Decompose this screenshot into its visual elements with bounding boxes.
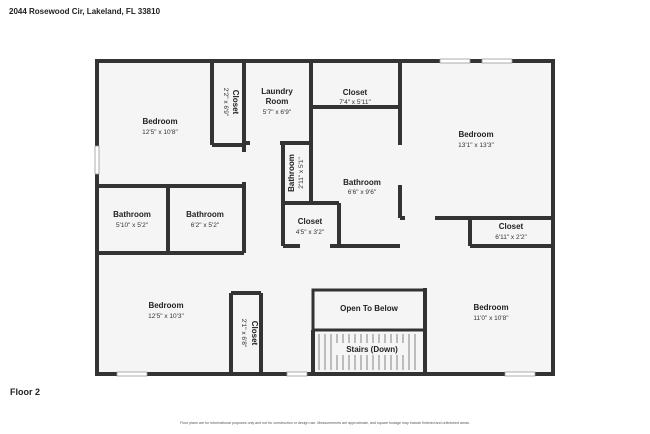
bedroom-sw-dims: 12'5" x 10'3" <box>148 313 184 320</box>
closet-sw-name: Closet <box>250 321 259 346</box>
door-openings <box>242 141 445 288</box>
bedroom-nw-name: Bedroom <box>142 117 177 126</box>
closet-small-dims: 4'5" x 3'2" <box>296 229 325 236</box>
bath-narrow-name: Bathroom <box>287 154 296 192</box>
closet-small-name: Closet <box>298 217 323 226</box>
closet-e-dims: 6'11" x 2'2" <box>495 234 527 241</box>
closet-top-dims: 7'4" x 5'11" <box>339 99 371 106</box>
bath-w1-name: Bathroom <box>113 210 151 219</box>
laundry-name-line1: Laundry <box>261 87 293 96</box>
closet-nw-name: Closet <box>231 90 240 115</box>
property-address: 2044 Rosewood Cir, Lakeland, FL 33810 <box>9 7 161 16</box>
open-below-name: Open To Below <box>340 304 398 313</box>
bath-narrow-dims: 2'11" x 5'1" <box>298 157 305 189</box>
laundry-name-line2: Room <box>266 97 289 106</box>
bedroom-se-dims: 11'0" x 10'8" <box>473 315 509 322</box>
bath-center-name: Bathroom <box>343 178 381 187</box>
closet-sw-dims: 2'1" x 6'8" <box>240 319 247 348</box>
closet-e-name: Closet <box>499 222 524 231</box>
windows <box>94 58 536 377</box>
disclaimer-text: Floor plans are for informational purpos… <box>180 421 470 425</box>
laundry-dims: 5'7" x 6'9" <box>263 109 292 116</box>
bath-w1-dims: 5'10" x 5'2" <box>116 222 149 229</box>
bath-w2-name: Bathroom <box>186 210 224 219</box>
closet-nw-dims: 2'2" x 6'9" <box>222 88 229 117</box>
bedroom-ne-dims: 13'1" x 13'3" <box>458 142 494 149</box>
bedroom-nw-dims: 12'5" x 10'8" <box>142 129 178 136</box>
closet-top-name: Closet <box>343 88 368 97</box>
stairs-label-bg <box>336 343 408 355</box>
floor-label: Floor 2 <box>10 387 41 397</box>
bedroom-se-name: Bedroom <box>473 303 508 312</box>
bedroom-ne-name: Bedroom <box>458 130 493 139</box>
bedroom-sw-name: Bedroom <box>148 301 183 310</box>
stairs-name: Stairs (Down) <box>346 345 398 354</box>
bath-w2-dims: 6'2" x 5'2" <box>191 222 220 229</box>
bath-center-dims: 6'6" x 9'6" <box>348 189 377 196</box>
